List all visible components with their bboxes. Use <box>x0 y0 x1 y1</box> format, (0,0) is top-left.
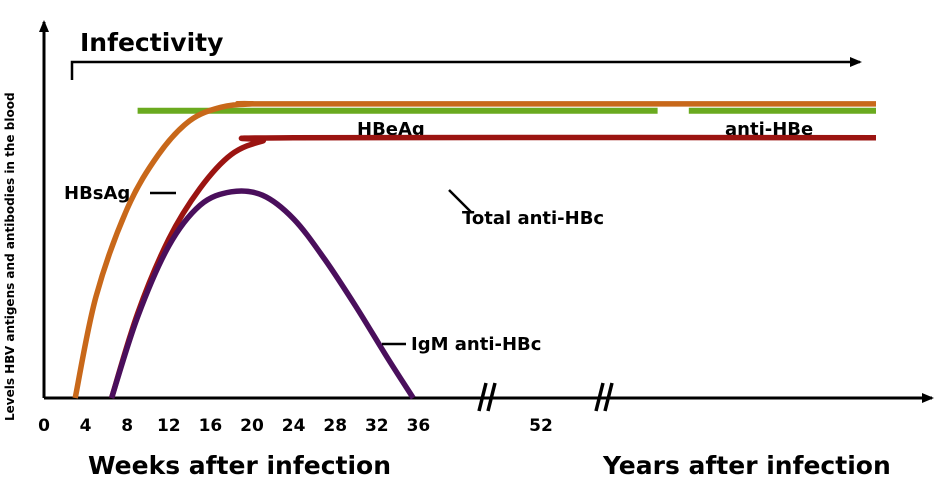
x-tick-36: 36 <box>407 416 431 436</box>
x-tick-32: 32 <box>365 416 389 436</box>
x-tick-16: 16 <box>199 416 223 436</box>
x-tick-52: 52 <box>529 416 553 436</box>
igm-anti-hbc-line <box>108 188 416 400</box>
x-tick-20: 20 <box>240 416 264 436</box>
x-tick-0: 0 <box>38 416 50 436</box>
igm-anti-hbc-label: IgM anti-HBc <box>411 334 541 355</box>
axis-break-1 <box>477 382 497 412</box>
hbsag-line <box>72 100 876 399</box>
total-anti-hbc-line <box>108 134 877 399</box>
hbsag-label: HBsAg <box>64 183 130 204</box>
y-axis-label: Levels HBV antigens and antibodies in th… <box>3 92 17 421</box>
x-tick-4: 4 <box>80 416 92 436</box>
total-anti-hbc-leader <box>448 189 472 213</box>
infectivity-label: Infectivity <box>80 28 223 57</box>
hbeag-label: HBeAg <box>357 119 425 140</box>
total-anti-hbc-label: Total anti-HBc <box>462 208 604 229</box>
x-tick-24: 24 <box>282 416 306 436</box>
infectivity-arrow <box>70 57 862 80</box>
x-tick-labels: 0 4 8 12 16 20 24 28 32 36 <box>38 416 430 436</box>
axis-break-2 <box>594 382 614 412</box>
weeks-axis-title: Weeks after infection <box>88 451 391 477</box>
x-tick-8: 8 <box>121 416 133 436</box>
anti-hbe-label: anti-HBe <box>725 119 813 140</box>
x-tick-28: 28 <box>323 416 347 436</box>
years-axis-title: Years after infection <box>602 451 891 477</box>
x-tick-12: 12 <box>157 416 181 436</box>
